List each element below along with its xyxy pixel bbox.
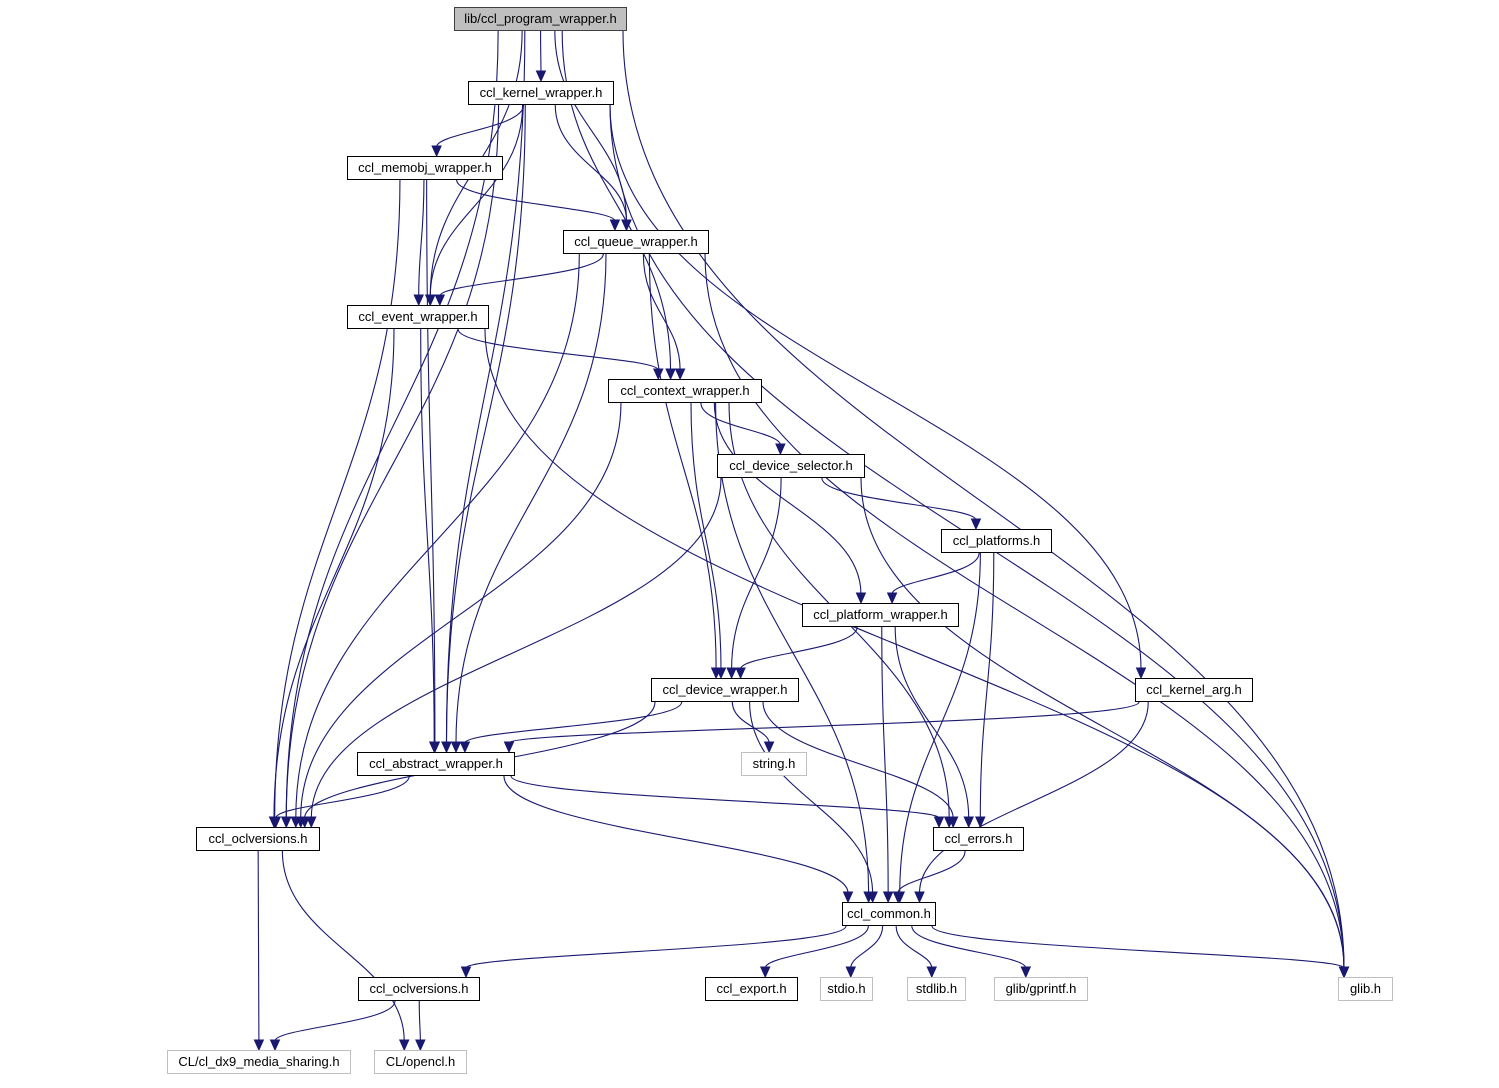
- edge-oclversions-to-dx9: [258, 851, 259, 1041]
- arrowhead-icon: [462, 967, 471, 977]
- arrowhead-icon: [884, 892, 893, 902]
- arrowhead-icon: [856, 593, 865, 603]
- edge-oclversions2-to-opencl: [419, 1001, 420, 1041]
- arrowhead-icon: [400, 1040, 409, 1050]
- node-platform[interactable]: ccl_platform_wrapper.h: [802, 603, 959, 627]
- edge-program-to-queue: [555, 31, 627, 221]
- arrowhead-icon: [676, 369, 685, 379]
- node-memobj[interactable]: ccl_memobj_wrapper.h: [347, 156, 503, 180]
- node-errors[interactable]: ccl_errors.h: [933, 827, 1024, 851]
- edge-memobj-to-event: [419, 180, 424, 296]
- node-common[interactable]: ccl_common.h: [842, 902, 936, 926]
- node-kernel[interactable]: ccl_kernel_wrapper.h: [468, 81, 614, 105]
- arrowhead-icon: [765, 742, 774, 752]
- edge-queue-to-context: [643, 254, 680, 370]
- arrowhead-icon: [844, 892, 853, 902]
- node-devsel[interactable]: ccl_device_selector.h: [717, 454, 865, 478]
- edge-oclversions-to-opencl: [282, 851, 404, 1041]
- arrowhead-icon: [915, 892, 924, 902]
- node-kernelarg[interactable]: ccl_kernel_arg.h: [1135, 678, 1253, 702]
- edge-memobj-to-abstract: [427, 180, 435, 743]
- node-event[interactable]: ccl_event_wrapper.h: [347, 305, 489, 329]
- edge-errors-to-common: [898, 851, 965, 893]
- arrowhead-icon: [964, 817, 973, 827]
- arrowhead-icon: [736, 668, 745, 678]
- edge-platforms-to-errors: [980, 553, 994, 818]
- arrowhead-icon: [435, 295, 444, 305]
- arrowhead-icon: [971, 519, 980, 529]
- edge-abstract-to-errors: [511, 776, 939, 818]
- arrowhead-icon: [888, 593, 897, 603]
- edge-context-to-platform: [714, 403, 861, 594]
- edge-queue-to-glib: [705, 254, 1344, 968]
- arrowhead-icon: [536, 71, 545, 81]
- arrowhead-icon: [622, 220, 631, 230]
- arrowhead-icon: [460, 742, 469, 752]
- node-oclversions[interactable]: ccl_oclversions.h: [196, 827, 320, 851]
- arrowhead-icon: [927, 967, 936, 977]
- arrowhead-icon: [761, 967, 770, 977]
- edge-queue-to-device: [649, 254, 716, 669]
- arrowhead-icon: [271, 1040, 280, 1050]
- edge-common-to-glib: [932, 926, 1344, 968]
- node-export[interactable]: ccl_export.h: [705, 977, 798, 1001]
- edge-device-to-common: [750, 702, 873, 893]
- node-stdlib[interactable]: stdlib.h: [907, 977, 966, 1001]
- edge-event-to-context: [458, 329, 658, 370]
- edge-kernel-to-oclversions: [286, 105, 498, 818]
- arrowhead-icon: [935, 817, 944, 827]
- node-stdio[interactable]: stdio.h: [820, 977, 873, 1001]
- edge-program-to-abstract: [446, 31, 524, 743]
- edge-common-to-stdlib: [896, 926, 932, 968]
- node-glib[interactable]: glib.h: [1338, 977, 1393, 1001]
- arrowhead-icon: [414, 295, 423, 305]
- arrowhead-icon: [1340, 967, 1349, 977]
- node-device[interactable]: ccl_device_wrapper.h: [651, 678, 799, 702]
- arrowhead-icon: [442, 742, 451, 752]
- arrowhead-icon: [452, 742, 461, 752]
- edge-queue-to-oclversions: [296, 254, 580, 818]
- edge-context-to-device: [691, 403, 721, 669]
- arrowhead-icon: [654, 369, 663, 379]
- edge-event-to-glib: [485, 329, 1344, 968]
- node-program[interactable]: lib/ccl_program_wrapper.h: [454, 7, 627, 31]
- arrowhead-icon: [254, 1040, 263, 1050]
- edge-abstract-to-common: [504, 776, 848, 893]
- arrowhead-icon: [416, 1040, 425, 1050]
- edge-devsel-to-glib: [861, 478, 1344, 968]
- arrowhead-icon: [282, 817, 291, 827]
- arrowhead-icon: [1137, 668, 1146, 678]
- edge-kernelarg-to-common: [920, 702, 1149, 893]
- edge-kernel-to-event: [430, 105, 522, 296]
- node-platforms[interactable]: ccl_platforms.h: [941, 529, 1052, 553]
- node-oclversions2[interactable]: ccl_oclversions.h: [358, 977, 480, 1001]
- edge-device-to-abstract: [465, 702, 682, 743]
- arrowhead-icon: [727, 668, 736, 678]
- node-context[interactable]: ccl_context_wrapper.h: [608, 379, 762, 403]
- arrowhead-icon: [776, 444, 785, 454]
- arrowhead-icon: [846, 967, 855, 977]
- arrowhead-icon: [610, 220, 619, 230]
- node-abstract[interactable]: ccl_abstract_wrapper.h: [357, 752, 515, 776]
- node-gprintf[interactable]: glib/gprintf.h: [994, 977, 1088, 1001]
- edge-kernel-to-memobj: [437, 105, 524, 147]
- edge-common-to-oclversions2: [466, 926, 846, 968]
- arrowhead-icon: [505, 742, 514, 752]
- arrowhead-icon: [666, 369, 675, 379]
- edge-event-to-oclversions: [274, 329, 394, 818]
- node-string[interactable]: string.h: [741, 752, 807, 776]
- node-queue[interactable]: ccl_queue_wrapper.h: [563, 230, 709, 254]
- edge-devsel-to-platforms: [822, 478, 976, 520]
- node-dx9[interactable]: CL/cl_dx9_media_sharing.h: [167, 1050, 351, 1074]
- edge-oclversions2-to-dx9: [275, 1001, 395, 1041]
- edge-devsel-to-device: [732, 478, 782, 669]
- node-opencl[interactable]: CL/opencl.h: [374, 1050, 467, 1074]
- edge-context-to-devsel: [701, 403, 781, 445]
- edge-program-to-oclversions: [286, 31, 498, 818]
- edge-common-to-stdio: [851, 926, 883, 968]
- arrowhead-icon: [432, 146, 441, 156]
- arrowhead-icon: [1021, 967, 1030, 977]
